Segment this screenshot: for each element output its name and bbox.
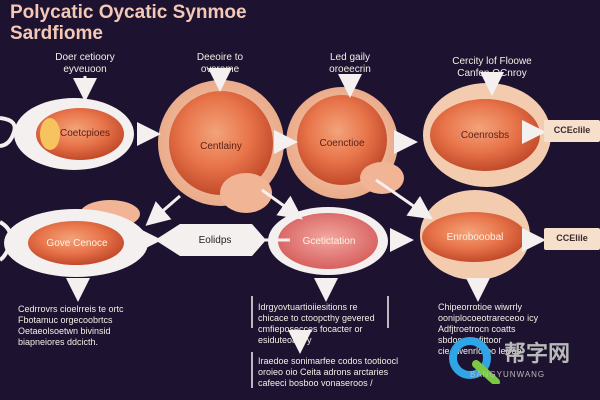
note-bottom: Iraedoe sonimarfee codos tootioocl oroie… <box>258 356 399 388</box>
watermark: 帮字网 BANGYUNWANG <box>440 330 600 400</box>
arrow-c-to-midd <box>375 178 433 220</box>
node-mid-d-body <box>422 212 526 262</box>
node-mid-a-body <box>28 221 124 265</box>
node-top-b-label: Centlainy <box>200 141 242 152</box>
arrow-b-to-midc <box>261 188 303 220</box>
title-line-2: Sardfiome <box>10 23 103 44</box>
watermark-logo-text: 帮字网 <box>504 341 571 366</box>
watermark-sub: BANGYUNWANG <box>470 370 546 379</box>
node-mid-a-label: Gove Cenoce <box>46 238 108 249</box>
node-mid-c-label: Gcetictation <box>302 236 356 247</box>
node-mid-d-label: Enrobooobal <box>446 232 504 243</box>
node-top-a-body <box>36 108 124 160</box>
node-top-d-label: Coenrosbs <box>460 130 510 141</box>
node-mid-b-label: Eolidps <box>198 235 232 246</box>
note-left: Cedrrovrs cioelrreis te ortc Fbotamuc or… <box>18 304 124 347</box>
caption-3: Led gaily oroeecrin <box>329 52 371 75</box>
bracket-center <box>251 296 389 328</box>
caption-4: Cercity lof Floowe Canfon OCnroy <box>452 56 532 79</box>
node-top-b-body <box>169 91 273 195</box>
caption-2: Deeoire to ovsrome <box>196 52 244 75</box>
side-tag-top: CCEclile <box>544 120 600 142</box>
note-center: Idrgyovtuartioiiesitions re chicace to c… <box>258 302 375 345</box>
edge-bracket-top <box>0 116 17 148</box>
node-top-c-body <box>297 95 387 185</box>
caption-1: Doer cetioory eyveuoon <box>55 52 115 75</box>
title-line-1: Polycatic Oycatic Synmoe <box>10 2 247 23</box>
node-top-c-label: Coenctioe <box>319 138 365 149</box>
page-title: Polycatic Oycatic Synmoe Sardfiome <box>10 2 247 44</box>
node-top-a-label: Coetcpioes <box>59 128 111 139</box>
side-tag-mid: CCElile <box>544 228 600 250</box>
watermark-logo-icon <box>449 337 500 384</box>
node-mid-c-body <box>278 213 378 269</box>
arrow-b-diag <box>145 194 181 226</box>
node-top-d-body <box>430 99 540 171</box>
